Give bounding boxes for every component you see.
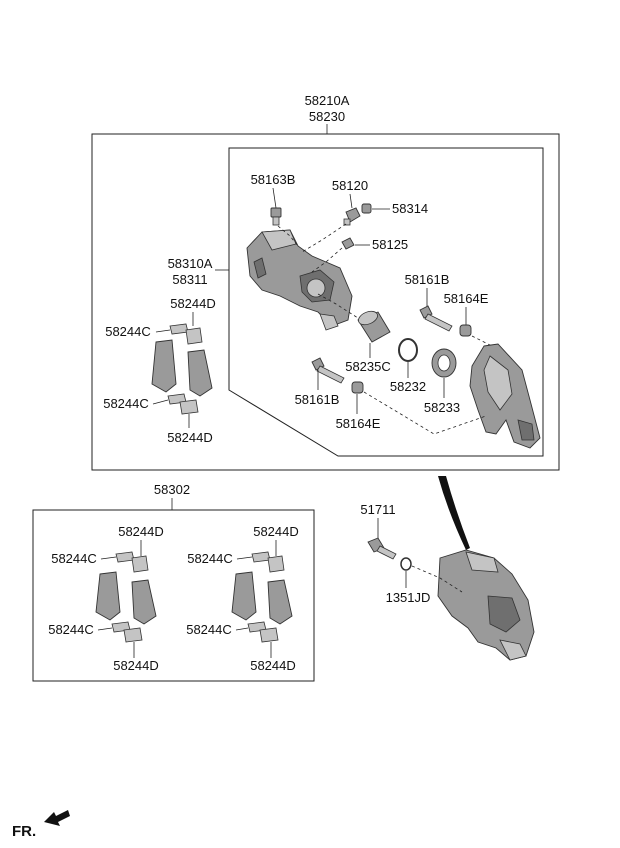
label-58302[interactable]: 58302 — [154, 482, 190, 497]
label-58232[interactable]: 58232 — [390, 379, 426, 394]
label-58244D-b2[interactable]: 58244D — [113, 658, 159, 673]
label-58230[interactable]: 58230 — [309, 109, 345, 124]
brake-pad-set-right — [231, 551, 293, 643]
guide-bolt-left-icon — [311, 357, 345, 384]
guide-bolt-icon — [419, 305, 453, 332]
front-arrow-icon — [44, 810, 70, 826]
assembly-pointer — [438, 476, 470, 550]
bolt-icon — [270, 207, 282, 226]
guide-boot-left-icon — [351, 381, 364, 394]
label-58163B[interactable]: 58163B — [251, 172, 296, 187]
label-58244C-c1[interactable]: 58244C — [187, 551, 233, 566]
seal-ring-icon — [398, 338, 418, 362]
label-58244C-c2[interactable]: 58244C — [186, 622, 232, 637]
label-58310A[interactable]: 58310A — [168, 256, 213, 271]
label-1351JD[interactable]: 1351JD — [386, 590, 431, 605]
caliper-housing-icon — [246, 229, 353, 331]
assembly-frame — [91, 133, 560, 471]
label-58235C[interactable]: 58235C — [345, 359, 391, 374]
label-58164E-left[interactable]: 58164E — [336, 416, 381, 431]
label-58244C-a1[interactable]: 58244C — [105, 324, 151, 339]
mount-bolt-icon — [367, 537, 397, 560]
label-58164E-right[interactable]: 58164E — [444, 291, 489, 306]
piston-icon — [357, 310, 391, 343]
bleeder-screw-icon — [341, 237, 355, 250]
label-58210A[interactable]: 58210A — [305, 93, 350, 108]
label-58120[interactable]: 58120 — [332, 178, 368, 193]
label-58244D-c2[interactable]: 58244D — [250, 658, 296, 673]
label-58125[interactable]: 58125 — [372, 237, 408, 252]
bleeder-icon — [343, 207, 361, 226]
label-58244D-c1[interactable]: 58244D — [253, 524, 299, 539]
label-58314[interactable]: 58314 — [392, 201, 428, 216]
label-58244C-a2[interactable]: 58244C — [103, 396, 149, 411]
label-58244D-b1[interactable]: 58244D — [118, 524, 164, 539]
label-58244C-b2[interactable]: 58244C — [48, 622, 94, 637]
brake-pad-set-left — [95, 551, 157, 643]
front-label: FR. — [12, 823, 36, 840]
label-58244D-a1[interactable]: 58244D — [170, 296, 216, 311]
label-58311[interactable]: 58311 — [172, 272, 207, 287]
label-58233[interactable]: 58233 — [424, 400, 460, 415]
installed-caliper-icon — [437, 549, 535, 661]
label-58244C-b1[interactable]: 58244C — [51, 551, 97, 566]
label-58161B-right[interactable]: 58161B — [405, 272, 450, 287]
label-58161B-left[interactable]: 58161B — [295, 392, 340, 407]
label-58244D-a2[interactable]: 58244D — [167, 430, 213, 445]
guide-boot-icon — [459, 324, 472, 337]
pad-kit-frame — [32, 509, 315, 682]
label-51711[interactable]: 51711 — [360, 502, 395, 517]
washer-icon — [400, 557, 412, 571]
bleeder-cap-icon — [361, 203, 372, 214]
piston-boot-icon — [431, 348, 457, 378]
caliper-subframe — [228, 147, 544, 457]
brake-pad-icon — [151, 339, 213, 397]
caliper-bracket-icon — [469, 343, 541, 449]
pad-clip-icon — [167, 323, 203, 415]
